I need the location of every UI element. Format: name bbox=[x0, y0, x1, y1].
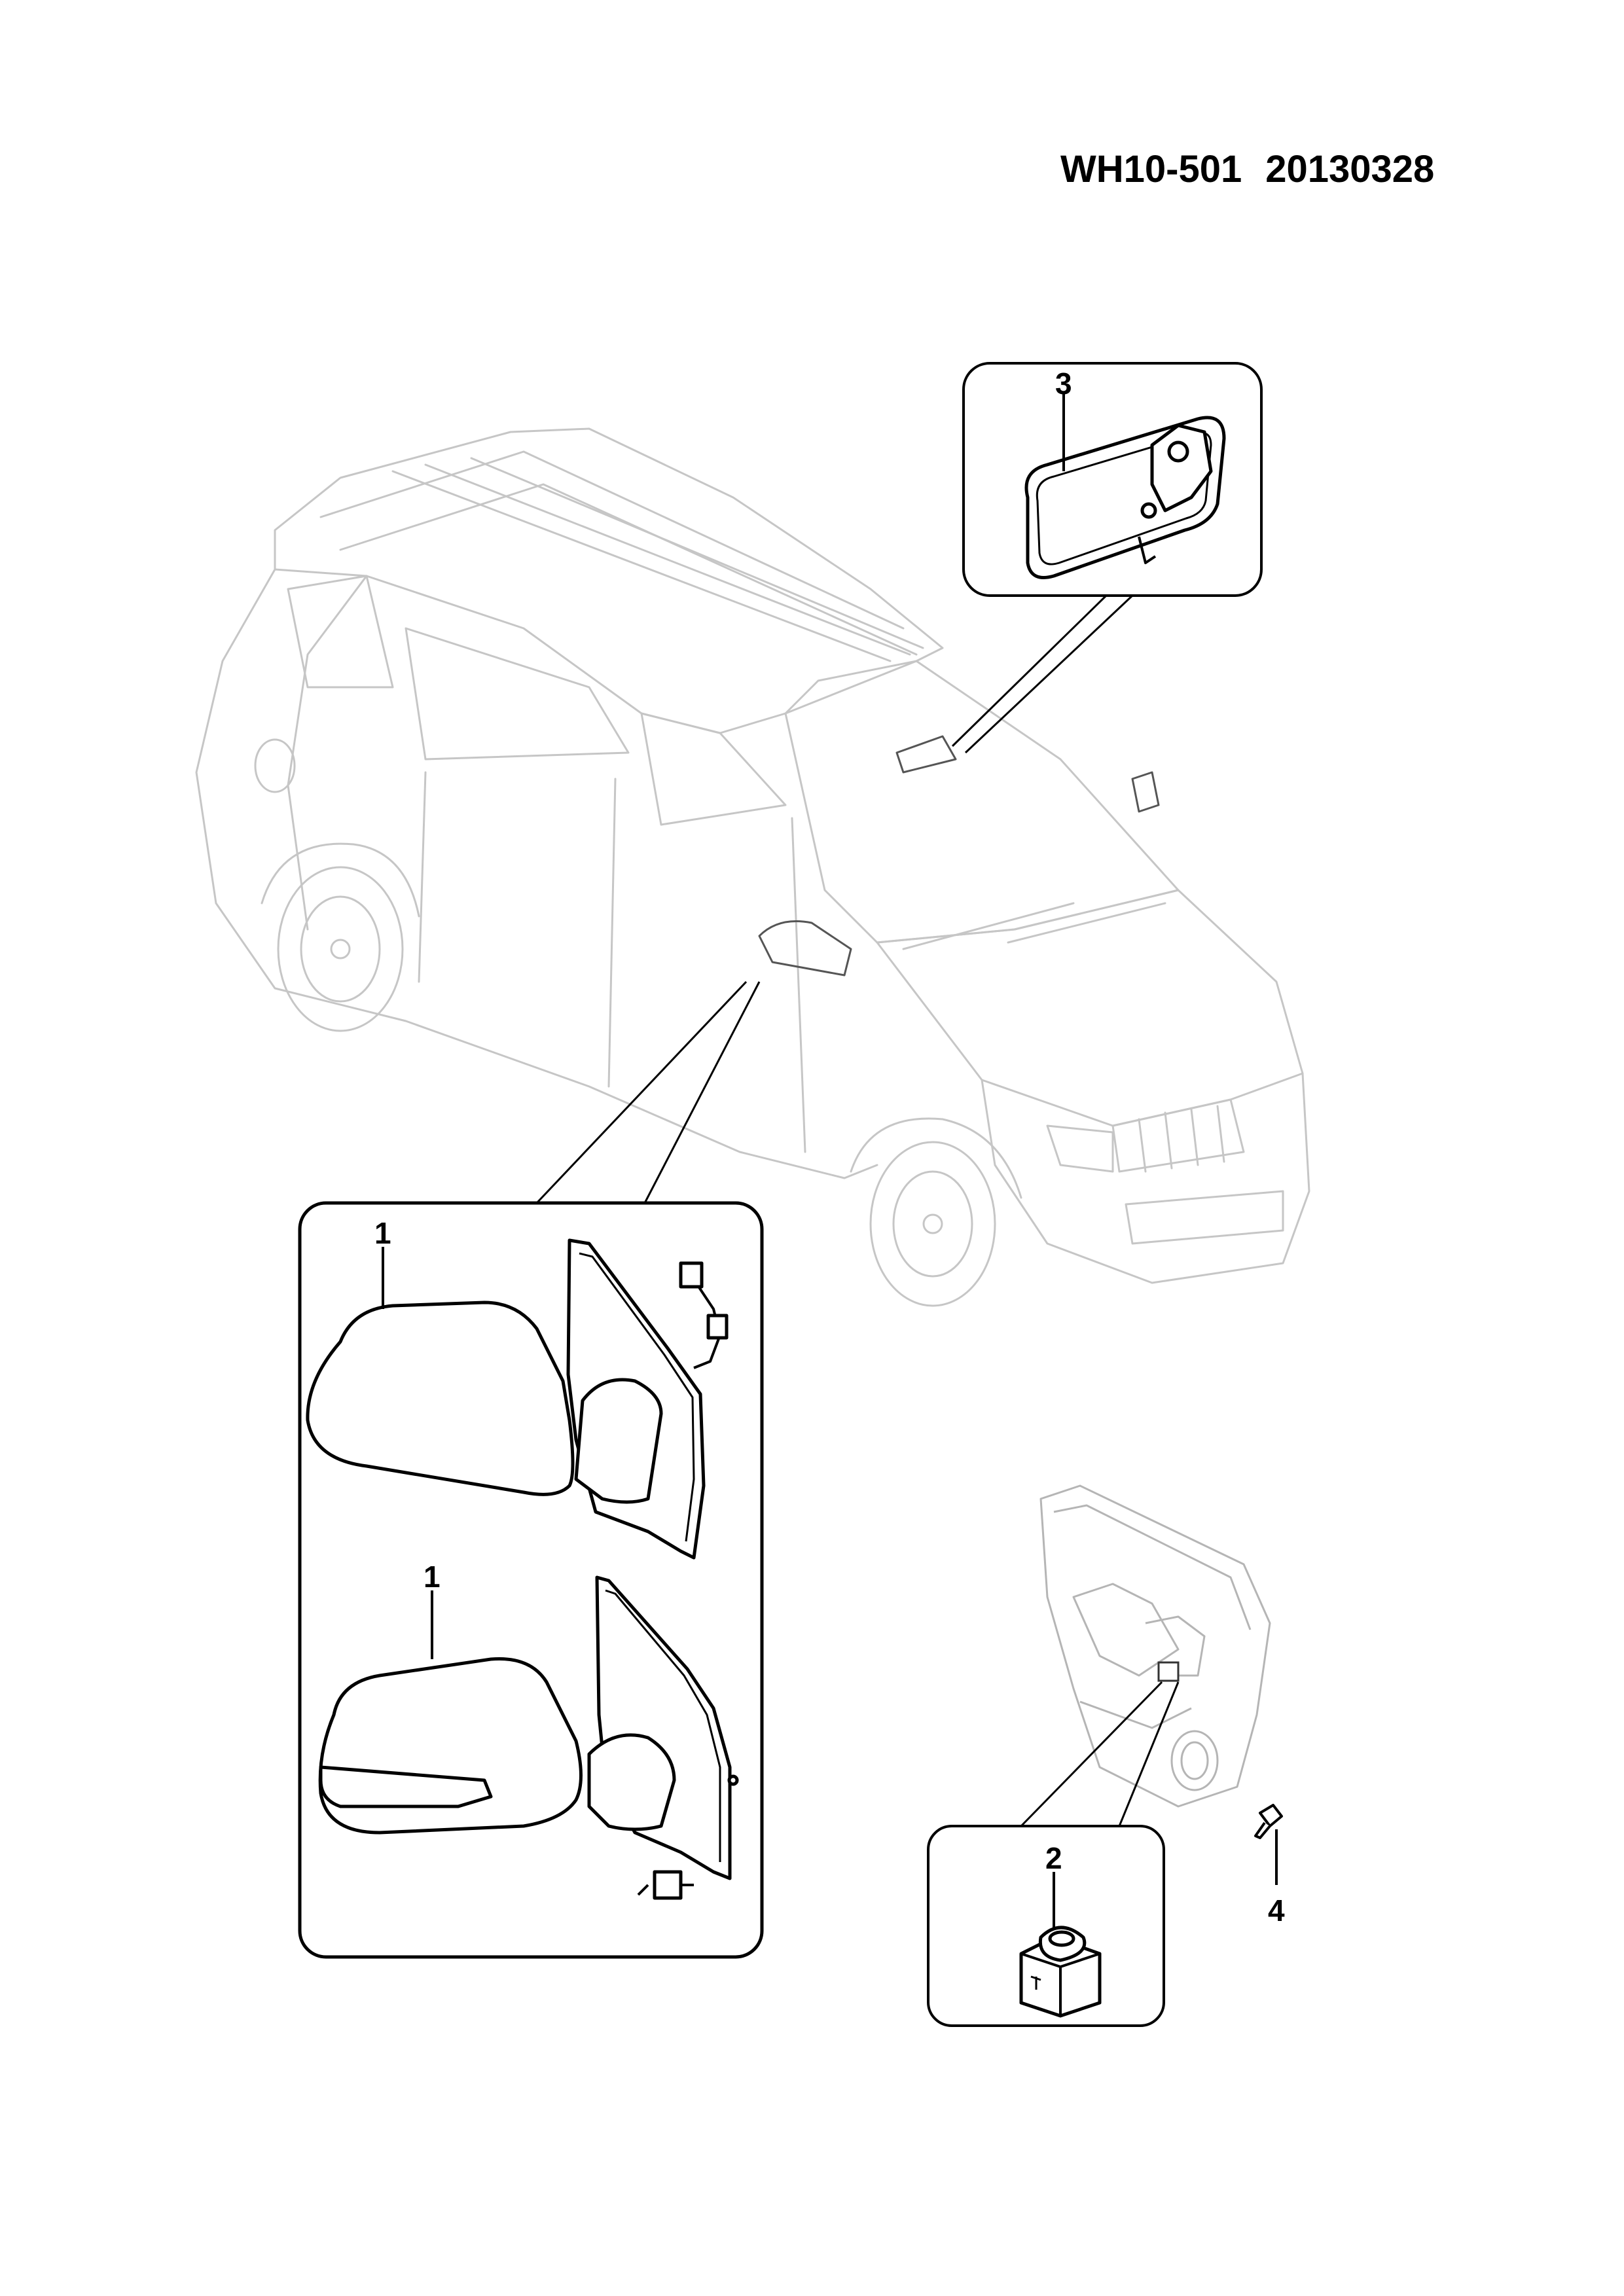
door-switch-location-icon bbox=[1157, 1661, 1180, 1682]
mirror-switch-detail: 2 bbox=[927, 1825, 1165, 2027]
exterior-mirror-upper-icon bbox=[306, 1238, 729, 1560]
callout-number-3: 3 bbox=[1055, 367, 1072, 401]
exterior-mirrors-detail: 1 1 bbox=[298, 980, 764, 1959]
mirror-switch-icon bbox=[1019, 1926, 1102, 2018]
door-panel-illustration bbox=[1039, 1484, 1271, 1808]
switch-leader-lines bbox=[1020, 1681, 1180, 1827]
rearview-mirror-icon bbox=[1024, 416, 1226, 579]
drawing-title: WH10-501 20130328 bbox=[1060, 147, 1434, 191]
exterior-mirror-lower-icon bbox=[318, 1575, 739, 1900]
drawing-date: 20130328 bbox=[1265, 148, 1435, 190]
screw-icon bbox=[1254, 1804, 1283, 1839]
rearview-mirror-detail: 3 bbox=[951, 362, 1263, 754]
drawing-code: WH10-501 bbox=[1060, 148, 1242, 190]
callout-number-1a: 1 bbox=[374, 1216, 391, 1250]
screw-detail: 4 bbox=[1254, 1804, 1285, 1928]
callout-number-1b: 1 bbox=[424, 1560, 441, 1594]
callout-number-4: 4 bbox=[1268, 1893, 1285, 1928]
callout-number-2: 2 bbox=[1045, 1841, 1062, 1875]
vehicle-illustration bbox=[195, 427, 1310, 1307]
